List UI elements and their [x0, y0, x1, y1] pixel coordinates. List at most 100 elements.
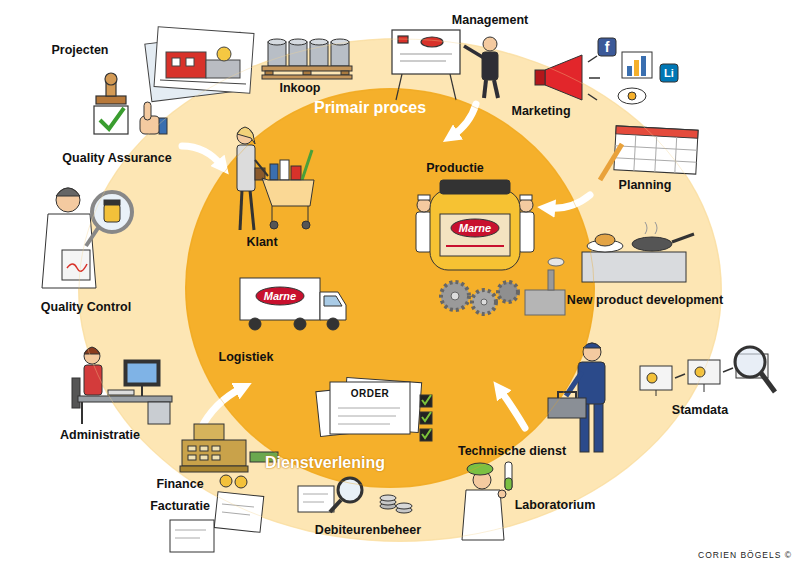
- delivery-truck: [240, 278, 320, 320]
- lab-chemist: [462, 462, 512, 540]
- manager-figure: [464, 37, 498, 98]
- quality-stamp: [105, 73, 117, 85]
- customer-with-cart: [262, 178, 314, 206]
- ring-ground: [78, 38, 722, 542]
- master-data-screens: [675, 374, 685, 378]
- department-label: New product development: [567, 293, 723, 307]
- delivery-truck: [294, 318, 306, 330]
- social-icons: [634, 60, 639, 76]
- master-data-screens: [761, 373, 775, 392]
- customer-with-cart: [302, 221, 310, 229]
- department-label: Quality Assurance: [62, 151, 171, 165]
- manager-figure: [484, 80, 486, 98]
- lab-chemist: [505, 478, 512, 490]
- invoice-papers: [170, 520, 214, 552]
- customer-with-cart: [270, 164, 278, 180]
- marketing-megaphone: [588, 94, 597, 100]
- quality-inspector: [42, 214, 96, 288]
- order-papers: [422, 412, 431, 421]
- project-drawings: [186, 58, 194, 66]
- marketing-megaphone: [535, 55, 600, 100]
- invoice-papers: [175, 538, 200, 539]
- purchase-pallet: [268, 42, 286, 66]
- presentation-board: [396, 74, 402, 100]
- customer-with-cart: [280, 160, 289, 180]
- purchase-pallet: [310, 39, 328, 45]
- order-papers: [420, 429, 432, 441]
- debtor-check: [380, 495, 396, 501]
- production-jar: [430, 190, 520, 270]
- kitchen-stove: [582, 252, 686, 282]
- social-icons: [622, 52, 652, 78]
- planning-calendar: [655, 136, 657, 172]
- technician-figure: [548, 343, 605, 452]
- department-label: Technische dienst: [458, 444, 566, 458]
- department-label: Facturatie: [150, 499, 210, 513]
- order-papers: [338, 424, 390, 425]
- purchase-pallet: [265, 71, 273, 75]
- project-drawings: [145, 27, 254, 102]
- presentation-board: [400, 60, 446, 61]
- quality-stamp: [96, 96, 126, 104]
- factory-gears: [525, 290, 565, 315]
- customer-with-cart: [272, 206, 273, 222]
- delivery-truck: [240, 278, 346, 330]
- marketing-megaphone: [545, 55, 582, 100]
- factory-gears: [498, 282, 518, 302]
- project-drawings: [154, 27, 254, 94]
- department-label: Debiteurenbeheer: [315, 523, 421, 537]
- social-icons: [627, 66, 632, 76]
- cash-register: [200, 455, 208, 460]
- ring-ground: [185, 88, 595, 488]
- kitchen-stove: [632, 237, 672, 251]
- master-data-screens: [647, 373, 657, 383]
- production-jar: [446, 245, 504, 247]
- planning-calendar: [600, 144, 622, 180]
- ring-outline: [185, 88, 595, 488]
- factory-gears: [548, 270, 554, 290]
- project-drawings: [160, 80, 246, 84]
- planning-calendar: [614, 126, 698, 174]
- order-papers: [338, 416, 396, 417]
- customer-with-cart: [240, 190, 242, 230]
- purchase-pallet: [341, 71, 349, 75]
- quality-inspector: [104, 204, 120, 222]
- office-desk: [124, 360, 160, 386]
- customer-with-cart: [255, 160, 268, 176]
- factory-gears: [472, 290, 496, 314]
- department-label: Projecten: [52, 43, 109, 57]
- factory-gears: [451, 292, 459, 300]
- quality-inspector: [67, 264, 87, 271]
- icon-letter: Li: [664, 67, 674, 80]
- quality-inspector: [104, 200, 120, 205]
- department-label: Administratie: [60, 428, 140, 442]
- social-icons: [660, 64, 678, 82]
- factory-gears: [481, 299, 487, 305]
- debtor-check: [396, 503, 412, 509]
- flow-arrow: [500, 390, 525, 428]
- ring-outline: [79, 39, 721, 541]
- brand-logo: Marne: [264, 290, 296, 303]
- master-data-screens: [735, 347, 765, 377]
- social-icons: [598, 38, 616, 56]
- delivery-truck: [256, 287, 304, 305]
- quality-inspector: [56, 188, 80, 212]
- office-desk: [84, 347, 100, 354]
- customer-with-cart: [250, 190, 254, 230]
- cash-register: [180, 466, 248, 472]
- technician-figure: [594, 402, 603, 452]
- order-papers: [422, 429, 431, 438]
- brand-logo: Marne: [459, 222, 491, 235]
- flow-arrow: [182, 146, 222, 166]
- purchase-pallet: [268, 39, 286, 45]
- kitchen-stove: [672, 234, 694, 242]
- presentation-board: [392, 30, 460, 74]
- office-desk: [72, 347, 172, 424]
- department-label: Finance: [156, 477, 203, 491]
- debtor-check: [298, 478, 412, 513]
- customer-with-cart: [302, 150, 312, 180]
- manager-figure: [464, 46, 484, 58]
- office-desk: [108, 390, 134, 395]
- department-label: Marketing: [511, 104, 570, 118]
